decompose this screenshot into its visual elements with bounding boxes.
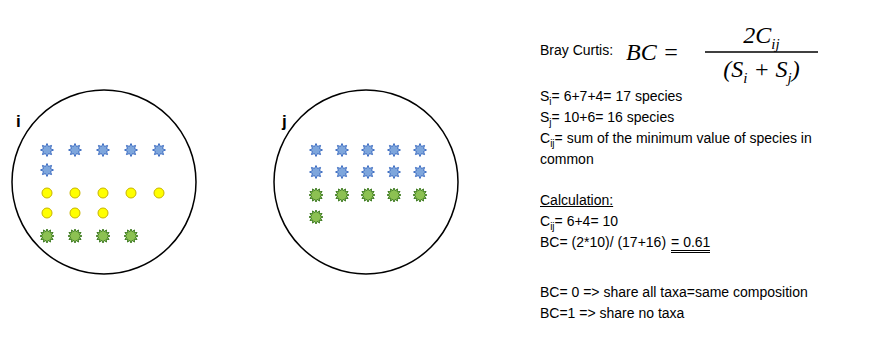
note-text: BC= 0 => share all taxa=same composition: [540, 284, 808, 300]
note-text: S: [540, 109, 549, 125]
text-line: 2Cij: [705, 21, 818, 49]
sample-circle: j: [272, 88, 460, 276]
note-text: ): [792, 56, 800, 82]
note-text: = sum of the minimum value of species in…: [540, 130, 812, 167]
circle-outline: [10, 88, 198, 276]
text-line: Cij= 6+4= 10: [540, 211, 860, 232]
sample-label: i: [16, 112, 21, 132]
note-text: C: [540, 130, 550, 146]
note-text: Bray Curtis:: [540, 42, 613, 58]
subscript: i: [743, 70, 747, 86]
text-line: Sj= 10+6= 16 species: [540, 107, 860, 128]
text-line: Bray Curtis:: [540, 40, 630, 61]
text-line: BC =: [626, 38, 696, 66]
text-line: Si= 6+7+4= 17 species: [540, 86, 860, 107]
note-text: + S: [753, 56, 787, 82]
note-text: = 6+7+4= 17 species: [552, 88, 683, 104]
note-text: BC =: [626, 39, 679, 65]
note-text: BC=1 => share no taxa: [540, 305, 684, 321]
text-line: Calculation:: [540, 190, 860, 211]
text-line: BC= (2*10)/ (17+16) = 0.61: [540, 232, 860, 253]
text-line: BC= 0 => share all taxa=same composition: [540, 282, 875, 303]
subscript: j: [549, 117, 551, 128]
text-line: (Si + Sj): [705, 55, 818, 83]
note-text: (S: [723, 56, 743, 82]
note-text: Calculation:: [540, 192, 613, 208]
sample-label: j: [282, 112, 287, 132]
subscript: ij: [771, 36, 779, 52]
note-text: S: [540, 88, 549, 104]
note-text: = 6+4= 10: [555, 213, 618, 229]
fraction-bar: [705, 51, 818, 52]
note-text: = 10+6= 16 species: [552, 109, 675, 125]
note-text: BC= (2*10)/ (17+16): [540, 234, 666, 250]
sample-circle: i: [10, 88, 198, 276]
subscript: j: [788, 70, 792, 86]
species-i: [40, 144, 166, 244]
subscript: ij: [550, 138, 554, 149]
note-text: = 0.61: [671, 234, 710, 253]
subscript: i: [549, 96, 551, 107]
text-line: BC=1 => share no taxa: [540, 303, 875, 324]
species-j: [309, 144, 427, 225]
circle-outline: [272, 88, 460, 276]
subscript: ij: [550, 221, 554, 232]
text-line: Cij= sum of the minimum value of species…: [540, 128, 832, 170]
note-text: C: [540, 213, 550, 229]
note-text: 2C: [743, 22, 771, 48]
